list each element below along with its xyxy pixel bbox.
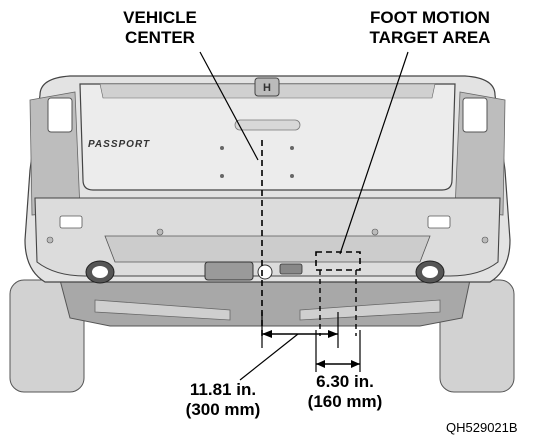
liftgate-bolt: [290, 146, 294, 150]
target-width-arrow-right: [351, 360, 360, 368]
trailer-connector: [279, 263, 303, 275]
emblem-icon: [254, 77, 280, 97]
lower-valance: [104, 235, 431, 263]
parking-sensor: [481, 236, 489, 244]
foot-motion-target-label: FOOT MOTION TARGET AREA: [340, 8, 520, 48]
vehicle-center-label-line2: CENTER: [125, 28, 195, 47]
left-reflector: [59, 215, 83, 229]
foot-motion-label-line2: TARGET AREA: [369, 28, 491, 47]
left-tail-light: [47, 97, 73, 133]
model-badge: PASSPORT: [88, 139, 150, 150]
hitch-pin-hole: [257, 264, 273, 280]
center-offset-arrow-right: [328, 330, 338, 338]
right-reflector: [427, 215, 451, 229]
target-width-metric: (160 mm): [307, 392, 383, 411]
center-offset-arrow-left: [262, 330, 272, 338]
center-offset-metric: (300 mm): [185, 400, 261, 419]
right-exhaust-inner: [422, 266, 438, 278]
center-offset-imperial: 11.81 in.: [189, 380, 257, 399]
liftgate-bolt: [290, 174, 294, 178]
target-width-imperial: 6.30 in.: [316, 372, 374, 391]
vehicle-center-label: VEHICLE CENTER: [95, 8, 225, 48]
target-width-dimension-label: 6.30 in. (160 mm): [290, 372, 400, 412]
suspension-arm-left: [94, 299, 231, 321]
foot-motion-label-line1: FOOT MOTION: [370, 8, 490, 27]
center-offset-leader: [239, 333, 299, 381]
emblem-mark: H: [263, 82, 271, 94]
parking-sensor: [156, 228, 164, 236]
center-offset-dimension-label: 11.81 in. (300 mm): [168, 380, 278, 420]
parking-sensor: [46, 236, 54, 244]
parking-sensor: [371, 228, 379, 236]
liftgate-bolt: [220, 146, 224, 150]
target-width-arrow-left: [316, 360, 325, 368]
liftgate-bolt: [220, 174, 224, 178]
left-exhaust-inner: [92, 266, 108, 278]
vehicle-center-leader: [199, 51, 259, 161]
plate-light-bar: [234, 119, 301, 131]
liftgate: [79, 83, 456, 191]
hitch-receiver: [204, 261, 254, 281]
foot-motion-target-box: [315, 251, 361, 271]
foot-motion-leader: [339, 51, 409, 255]
suspension-arm-right: [299, 299, 441, 321]
right-tail-light: [462, 97, 488, 133]
vehicle-center-label-line1: VEHICLE: [123, 8, 197, 27]
figure-code: QH529021B: [446, 420, 518, 435]
